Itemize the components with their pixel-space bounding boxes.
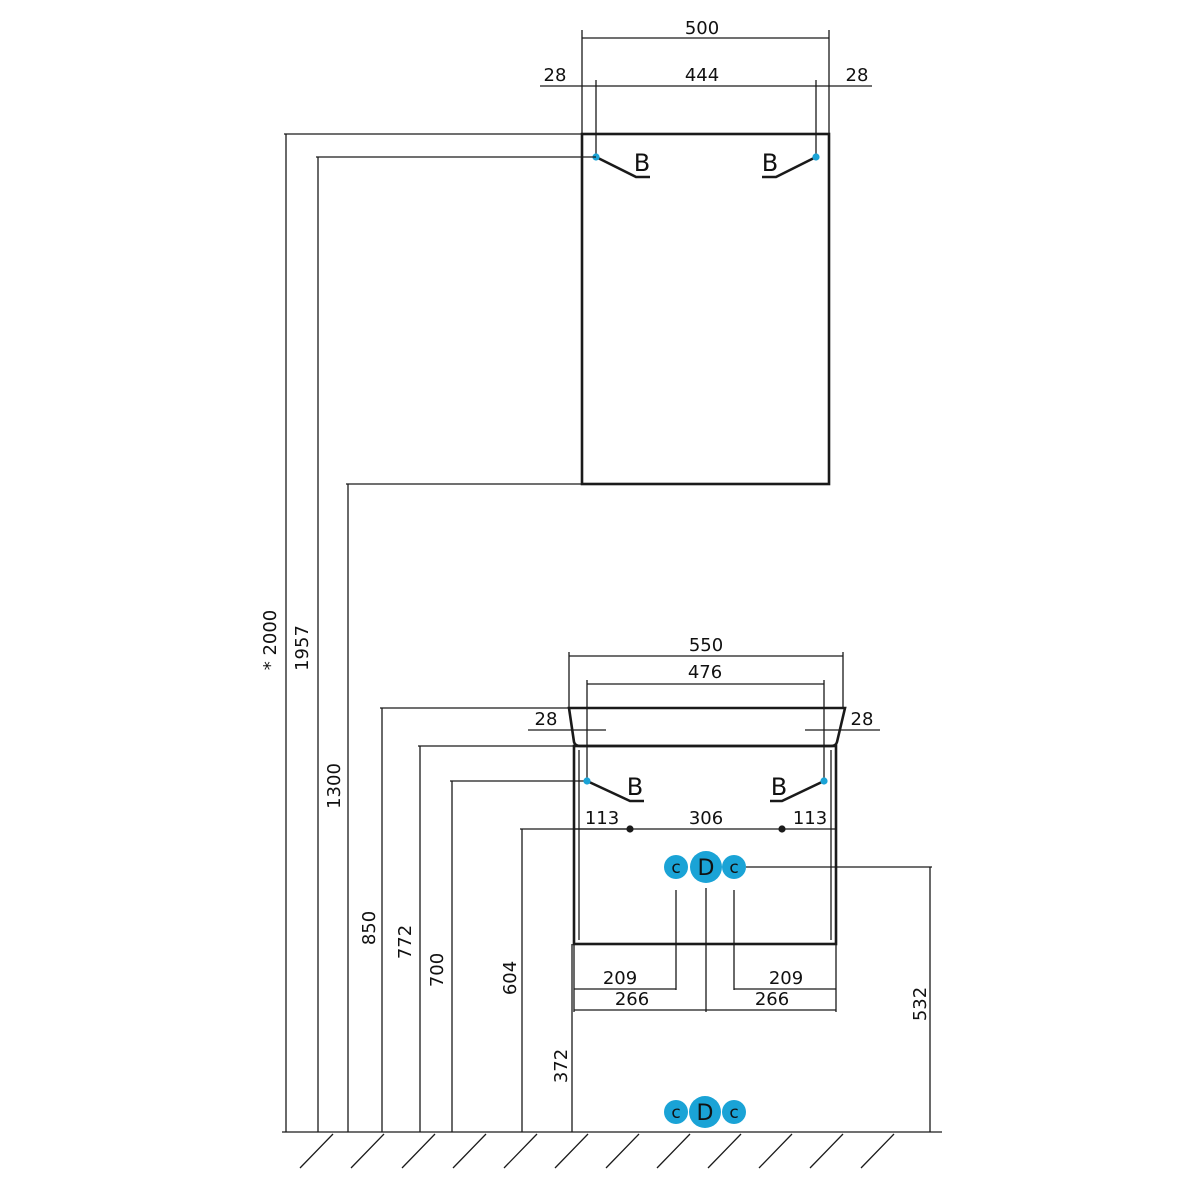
cold-water-icon [664, 855, 688, 879]
hole-icon [778, 825, 786, 833]
dim-cabinet-width: 500 [581, 18, 830, 134]
dim-pipe-horizontal: 209 266 209 266 [573, 888, 837, 1012]
dim-vanity-width: 550 [568, 635, 844, 708]
label-height-vanity-bottom: 372 [551, 1049, 572, 1083]
label-mount-b: B [634, 149, 650, 177]
label-vanity-width: 550 [689, 635, 723, 656]
dim-vanity-holes: 113 306 113 [574, 808, 836, 833]
hot-water-icon [722, 1100, 746, 1124]
label-height-total: * 2000 [260, 610, 281, 671]
wall-cabinet: 500 28 444 28 B B [540, 18, 872, 486]
hole-icon [626, 825, 634, 833]
floor [282, 1131, 942, 1169]
vanity-body [572, 744, 838, 946]
label-connection-d: D [697, 1101, 714, 1126]
height-dimensions: * 2000 1957 1300 850 772 700 604 372 [260, 133, 630, 1132]
vanity-unit: 550 476 28 28 B B [528, 635, 880, 946]
drain-icon [690, 851, 722, 883]
label-connection-c: c [729, 858, 738, 878]
label-vanity-edge-left: 28 [535, 709, 558, 730]
label-height-cabinet-bottom: 1300 [324, 763, 345, 809]
dim-pipe-height: 532 [746, 866, 932, 1132]
dim-vanity-inner-width: 476 [586, 662, 825, 781]
label-connection-c: c [671, 1103, 680, 1123]
basin-top [567, 706, 847, 748]
label-pipe-offset-left: 209 [603, 968, 637, 989]
label-vanity-inner-width: 476 [688, 662, 722, 683]
mount-point-icon [812, 153, 820, 161]
dim-vanity-edges: 28 28 [528, 709, 880, 731]
cold-water-icon [664, 1100, 688, 1124]
label-height-vanity-top: 850 [359, 911, 380, 945]
label-height-vanity-body-top: 772 [395, 925, 416, 959]
label-mount-b: B [771, 773, 787, 801]
cabinet-mount-left: B [592, 149, 650, 179]
label-pipe-offset-right: 209 [769, 968, 803, 989]
cabinet-outline [580, 132, 831, 486]
label-hole-offset-left: 113 [585, 808, 619, 829]
floor-hatching [299, 1133, 895, 1169]
label-mount-b: B [627, 773, 643, 801]
label-connection-c: c [729, 1103, 738, 1123]
hot-water-icon [722, 855, 746, 879]
label-height-pipes: 532 [910, 987, 931, 1021]
pipe-connections-lower: c D c [664, 1096, 746, 1128]
label-cabinet-width: 500 [685, 18, 719, 39]
mount-point-icon [820, 777, 828, 785]
vanity-mount-left: B [583, 773, 644, 803]
label-cabinet-mount-span: 444 [685, 65, 719, 86]
label-cabinet-edge-right: 28 [846, 65, 869, 86]
drain-icon [689, 1096, 721, 1128]
label-height-vanity-holes: 604 [500, 961, 521, 995]
label-mount-b: B [762, 149, 778, 177]
cabinet-mount-right: B [762, 149, 820, 179]
mount-point-icon [583, 777, 591, 785]
label-vanity-edge-right: 28 [851, 709, 874, 730]
label-hole-offset-right: 113 [793, 808, 827, 829]
label-cabinet-edge-left: 28 [544, 65, 567, 86]
label-connection-d: D [698, 856, 715, 881]
pipe-connections-upper: c D c [664, 851, 746, 883]
dim-cabinet-mount: 28 444 28 [540, 65, 872, 157]
vanity-mount-right: B [770, 773, 828, 803]
label-hole-span: 306 [689, 808, 723, 829]
label-height-vanity-mount: 700 [427, 953, 448, 987]
label-height-cabinet-mount: 1957 [292, 625, 313, 671]
label-connection-c: c [671, 858, 680, 878]
label-pipe-center-right: 266 [755, 989, 789, 1010]
label-pipe-center-left: 266 [615, 989, 649, 1010]
